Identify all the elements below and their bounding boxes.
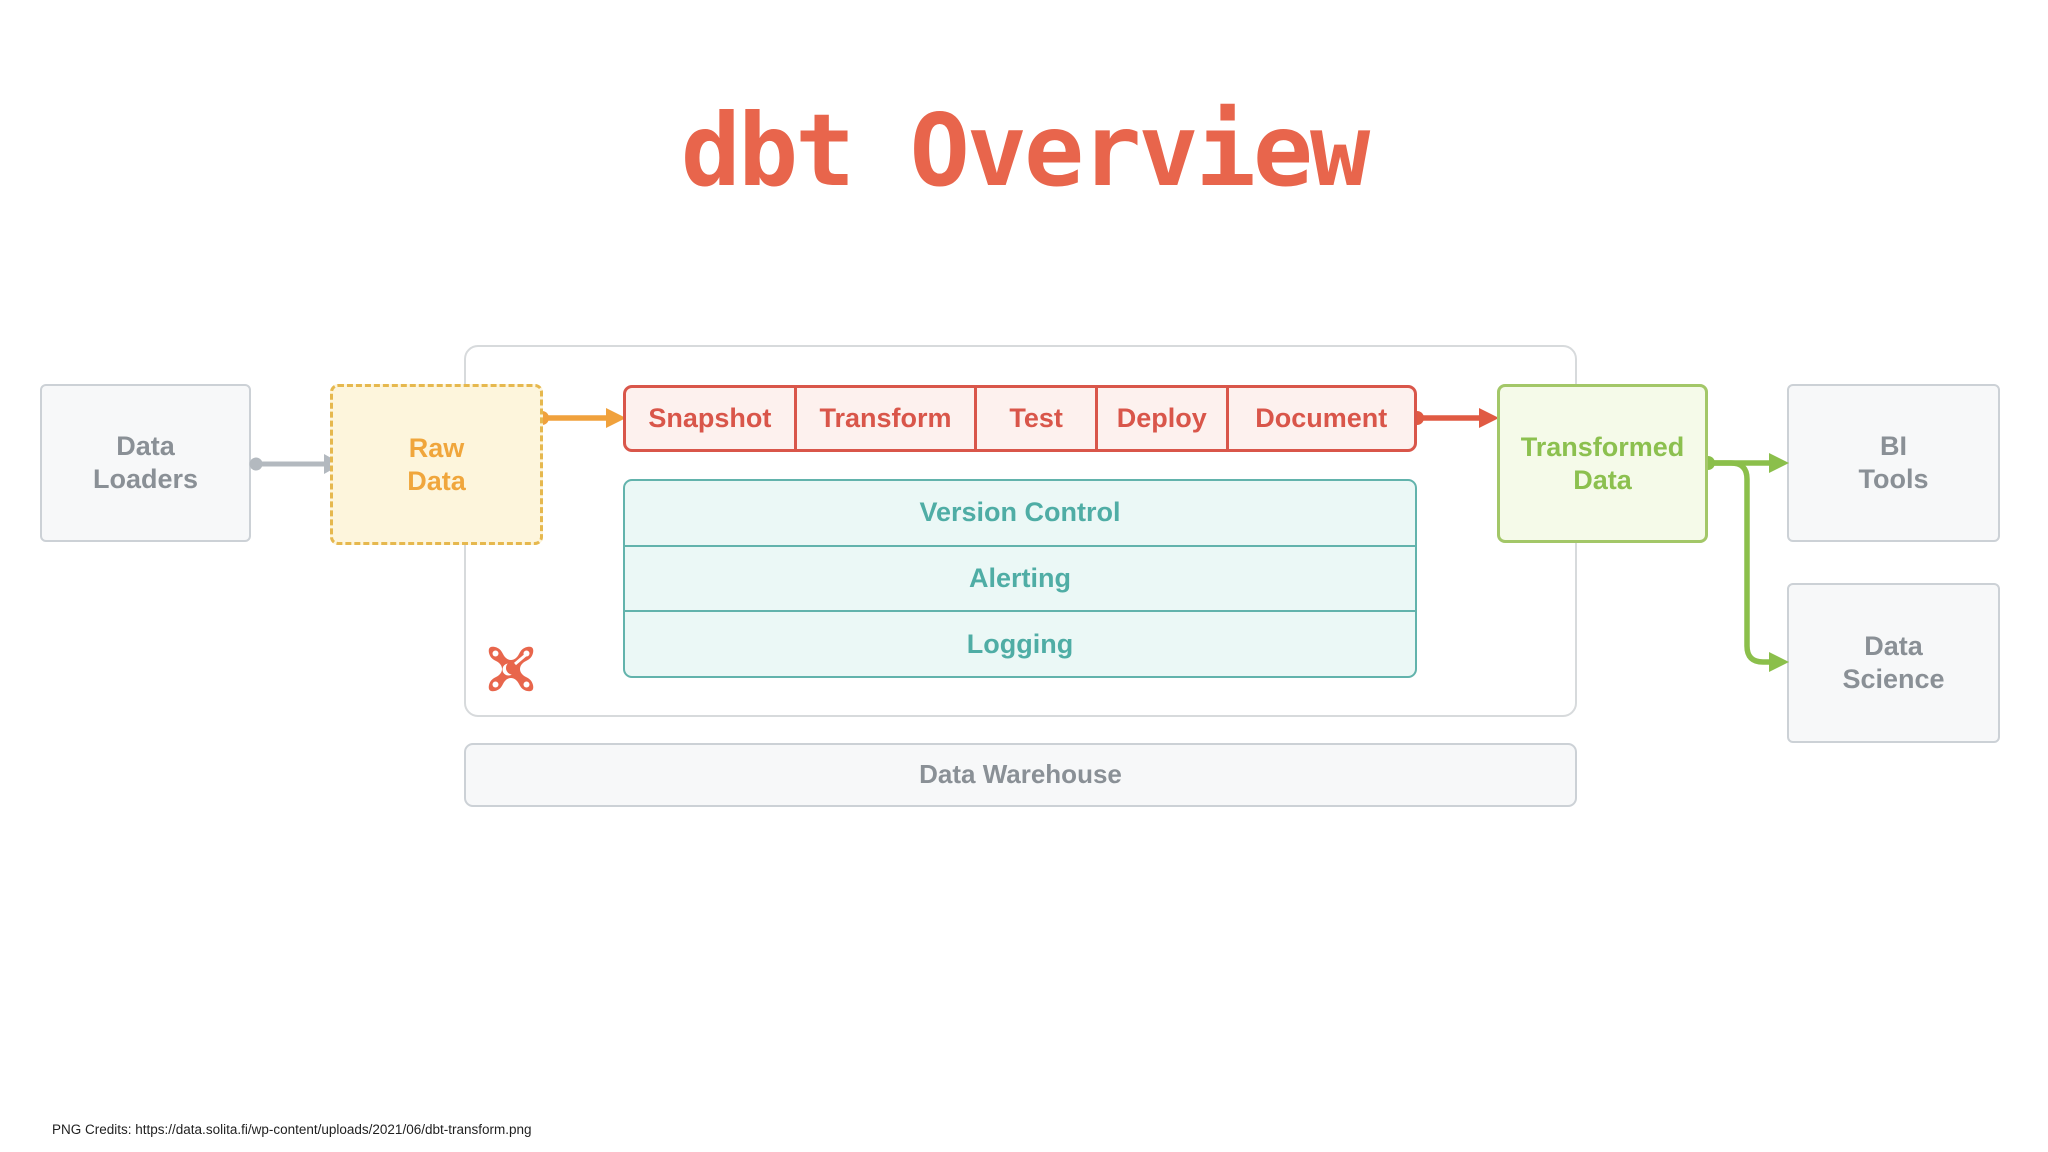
layer-alerting: Alerting — [625, 544, 1415, 611]
box-data-science: Data Science — [1787, 583, 2000, 743]
pipeline-step-snapshot: Snapshot — [648, 403, 772, 433]
arrow-transformed-to-bi-tools — [1701, 453, 1789, 473]
box-transformed-data: Transformed Data — [1497, 384, 1708, 543]
credits-text: PNG Credits: https://data.solita.fi/wp-c… — [52, 1122, 532, 1137]
dbt-logo-icon — [488, 646, 534, 692]
box-bi-tools: BI Tools — [1787, 384, 2000, 542]
pipeline-step-transform: Transform — [793, 388, 975, 449]
data-loaders-label: Data Loaders — [92, 431, 199, 494]
layer-version-control: Version Control — [919, 497, 1121, 528]
capability-layers: Version Control Alerting Logging — [623, 479, 1417, 678]
bi-tools-label: BI Tools — [1858, 431, 1929, 494]
box-data-loaders: Data Loaders — [40, 384, 251, 542]
pipeline-steps-bar: Snapshot Transform Test Deploy Document — [623, 385, 1417, 452]
arrow-data-loaders-to-raw-data — [249, 454, 342, 474]
box-data-warehouse: Data Warehouse — [464, 743, 1577, 807]
data-warehouse-label: Data Warehouse — [919, 759, 1122, 790]
data-science-label: Data Science — [1842, 631, 1945, 694]
box-raw-data: Raw Data — [330, 384, 543, 545]
page-title: dbt Overview — [680, 92, 1370, 209]
arrow-transformed-to-data-science — [1708, 460, 1789, 672]
pipeline-step-deploy: Deploy — [1095, 388, 1226, 449]
pipeline-step-document: Document — [1225, 388, 1414, 449]
raw-data-label: Raw Data — [407, 432, 466, 496]
layer-logging: Logging — [625, 610, 1415, 676]
pipeline-step-test: Test — [974, 388, 1095, 449]
transformed-data-label: Transformed Data — [1520, 431, 1685, 495]
